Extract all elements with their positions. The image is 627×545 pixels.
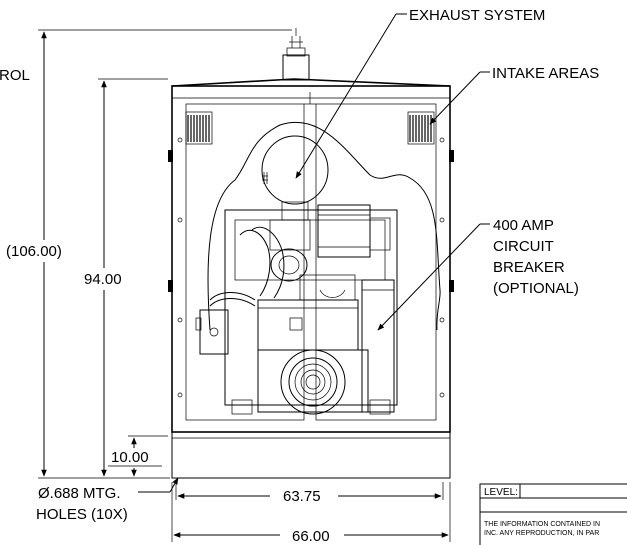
breaker-label-line1: 400 AMP <box>493 217 554 234</box>
cutaway-outline <box>207 121 441 331</box>
callout-leaders <box>138 13 490 493</box>
dim-overall-height <box>38 29 292 479</box>
exhaust-stack <box>282 28 310 81</box>
hole-spacing-dimension: 63.75 <box>283 488 321 505</box>
title-block-level-label: LEVEL: <box>484 487 518 498</box>
overall-width-dimension: 66.00 <box>292 528 330 545</box>
overall-height-dimension: (106.00) <box>6 243 62 260</box>
mtg-holes-label-line2: HOLES (10X) <box>36 506 128 523</box>
title-block-notice-line1: THE INFORMATION CONTAINED IN <box>484 521 600 528</box>
enclosure-height-dimension: 94.00 <box>84 271 122 288</box>
enclosure-outline <box>168 78 454 479</box>
dim-enclosure-height <box>98 78 168 477</box>
breaker-label-line4: (OPTIONAL) <box>493 280 579 297</box>
muffler <box>261 135 329 221</box>
title-block-notice-line2: INC. ANY REPRODUCTION, IN PAR <box>484 530 599 537</box>
breaker-label-line3: BREAKER <box>493 259 565 276</box>
breaker-label-line2: CIRCUIT <box>493 238 554 255</box>
base-height-dimension: 10.00 <box>111 449 149 466</box>
exhaust-system-label: EXHAUST SYSTEM <box>409 7 545 24</box>
intake-louver-right <box>407 111 435 145</box>
title-block: LEVEL: THE INFORMATION CONTAINED IN INC.… <box>479 483 627 545</box>
engine-assembly <box>195 204 398 415</box>
control-label-partial: ROL <box>0 67 30 84</box>
intake-areas-label: INTAKE AREAS <box>492 65 599 82</box>
intake-louver-left <box>185 111 213 145</box>
mtg-holes-label-line1: Ø.688 MTG. <box>38 485 121 502</box>
dim-base-height <box>108 435 168 477</box>
dim-width-lines <box>171 482 451 542</box>
